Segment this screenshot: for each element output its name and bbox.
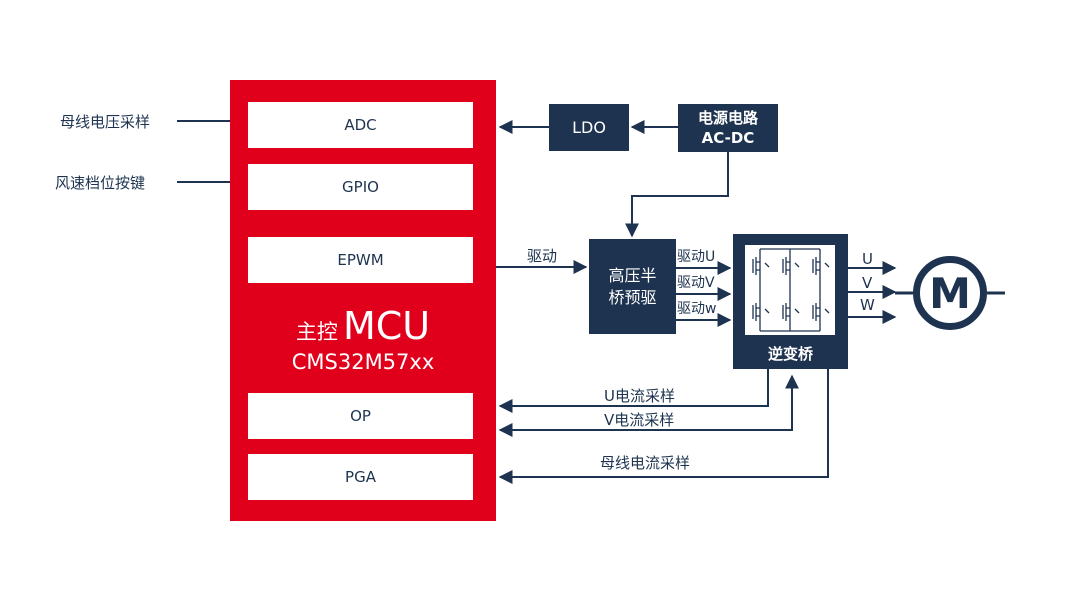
mcu-title-en: MCU xyxy=(342,304,431,348)
pga-block: PGA xyxy=(248,454,473,500)
epwm-block: EPWM xyxy=(248,237,473,283)
adc-block: ADC xyxy=(248,102,473,148)
mcu-title-cn: 主控 xyxy=(295,320,338,344)
predriver-block: 高压半 桥预驱 xyxy=(589,239,676,334)
acdc-block: 电源电路 AC-DC xyxy=(678,104,778,152)
predriver-line2: 桥预驱 xyxy=(608,287,657,307)
label-bus-current-sampling: 母线电流采样 xyxy=(600,454,691,472)
arrow-bus-current-feedback xyxy=(498,369,829,484)
label-phase-w: W xyxy=(860,296,875,314)
predriver-line1: 高压半 xyxy=(608,265,657,285)
arrow-acdc-to-predriver xyxy=(625,152,729,238)
inverter-switch-icon xyxy=(745,245,835,335)
ldo-block: LDO xyxy=(549,104,629,151)
mcu-model: CMS32M57xx xyxy=(291,350,435,374)
acdc-line2: AC-DC xyxy=(701,129,755,147)
mcu-block xyxy=(230,80,496,521)
op-block: OP xyxy=(248,393,473,439)
label-bus-voltage-sampling: 母线电压采样 xyxy=(60,113,151,131)
acdc-line1: 电源电路 xyxy=(697,109,758,127)
label-v-current-sampling: V电流采样 xyxy=(604,411,675,429)
label-u-current-sampling: U电流采样 xyxy=(604,387,675,405)
label-drive-v: 驱动V xyxy=(677,275,715,291)
motor-icon: M xyxy=(913,256,987,330)
arrow-v-current-feedback xyxy=(498,374,799,437)
mcu-title: 主控 MCU xyxy=(230,304,496,348)
label-drive-w: 驱动w xyxy=(677,301,717,317)
inverter-label: 逆变桥 xyxy=(767,345,813,363)
label-phase-u: U xyxy=(862,250,873,268)
label-speed-key: 风速档位按键 xyxy=(55,174,146,192)
label-drive-u: 驱动U xyxy=(677,249,716,265)
gpio-block: GPIO xyxy=(248,164,473,210)
label-phase-v: V xyxy=(862,274,873,292)
label-drive: 驱动 xyxy=(527,247,558,265)
